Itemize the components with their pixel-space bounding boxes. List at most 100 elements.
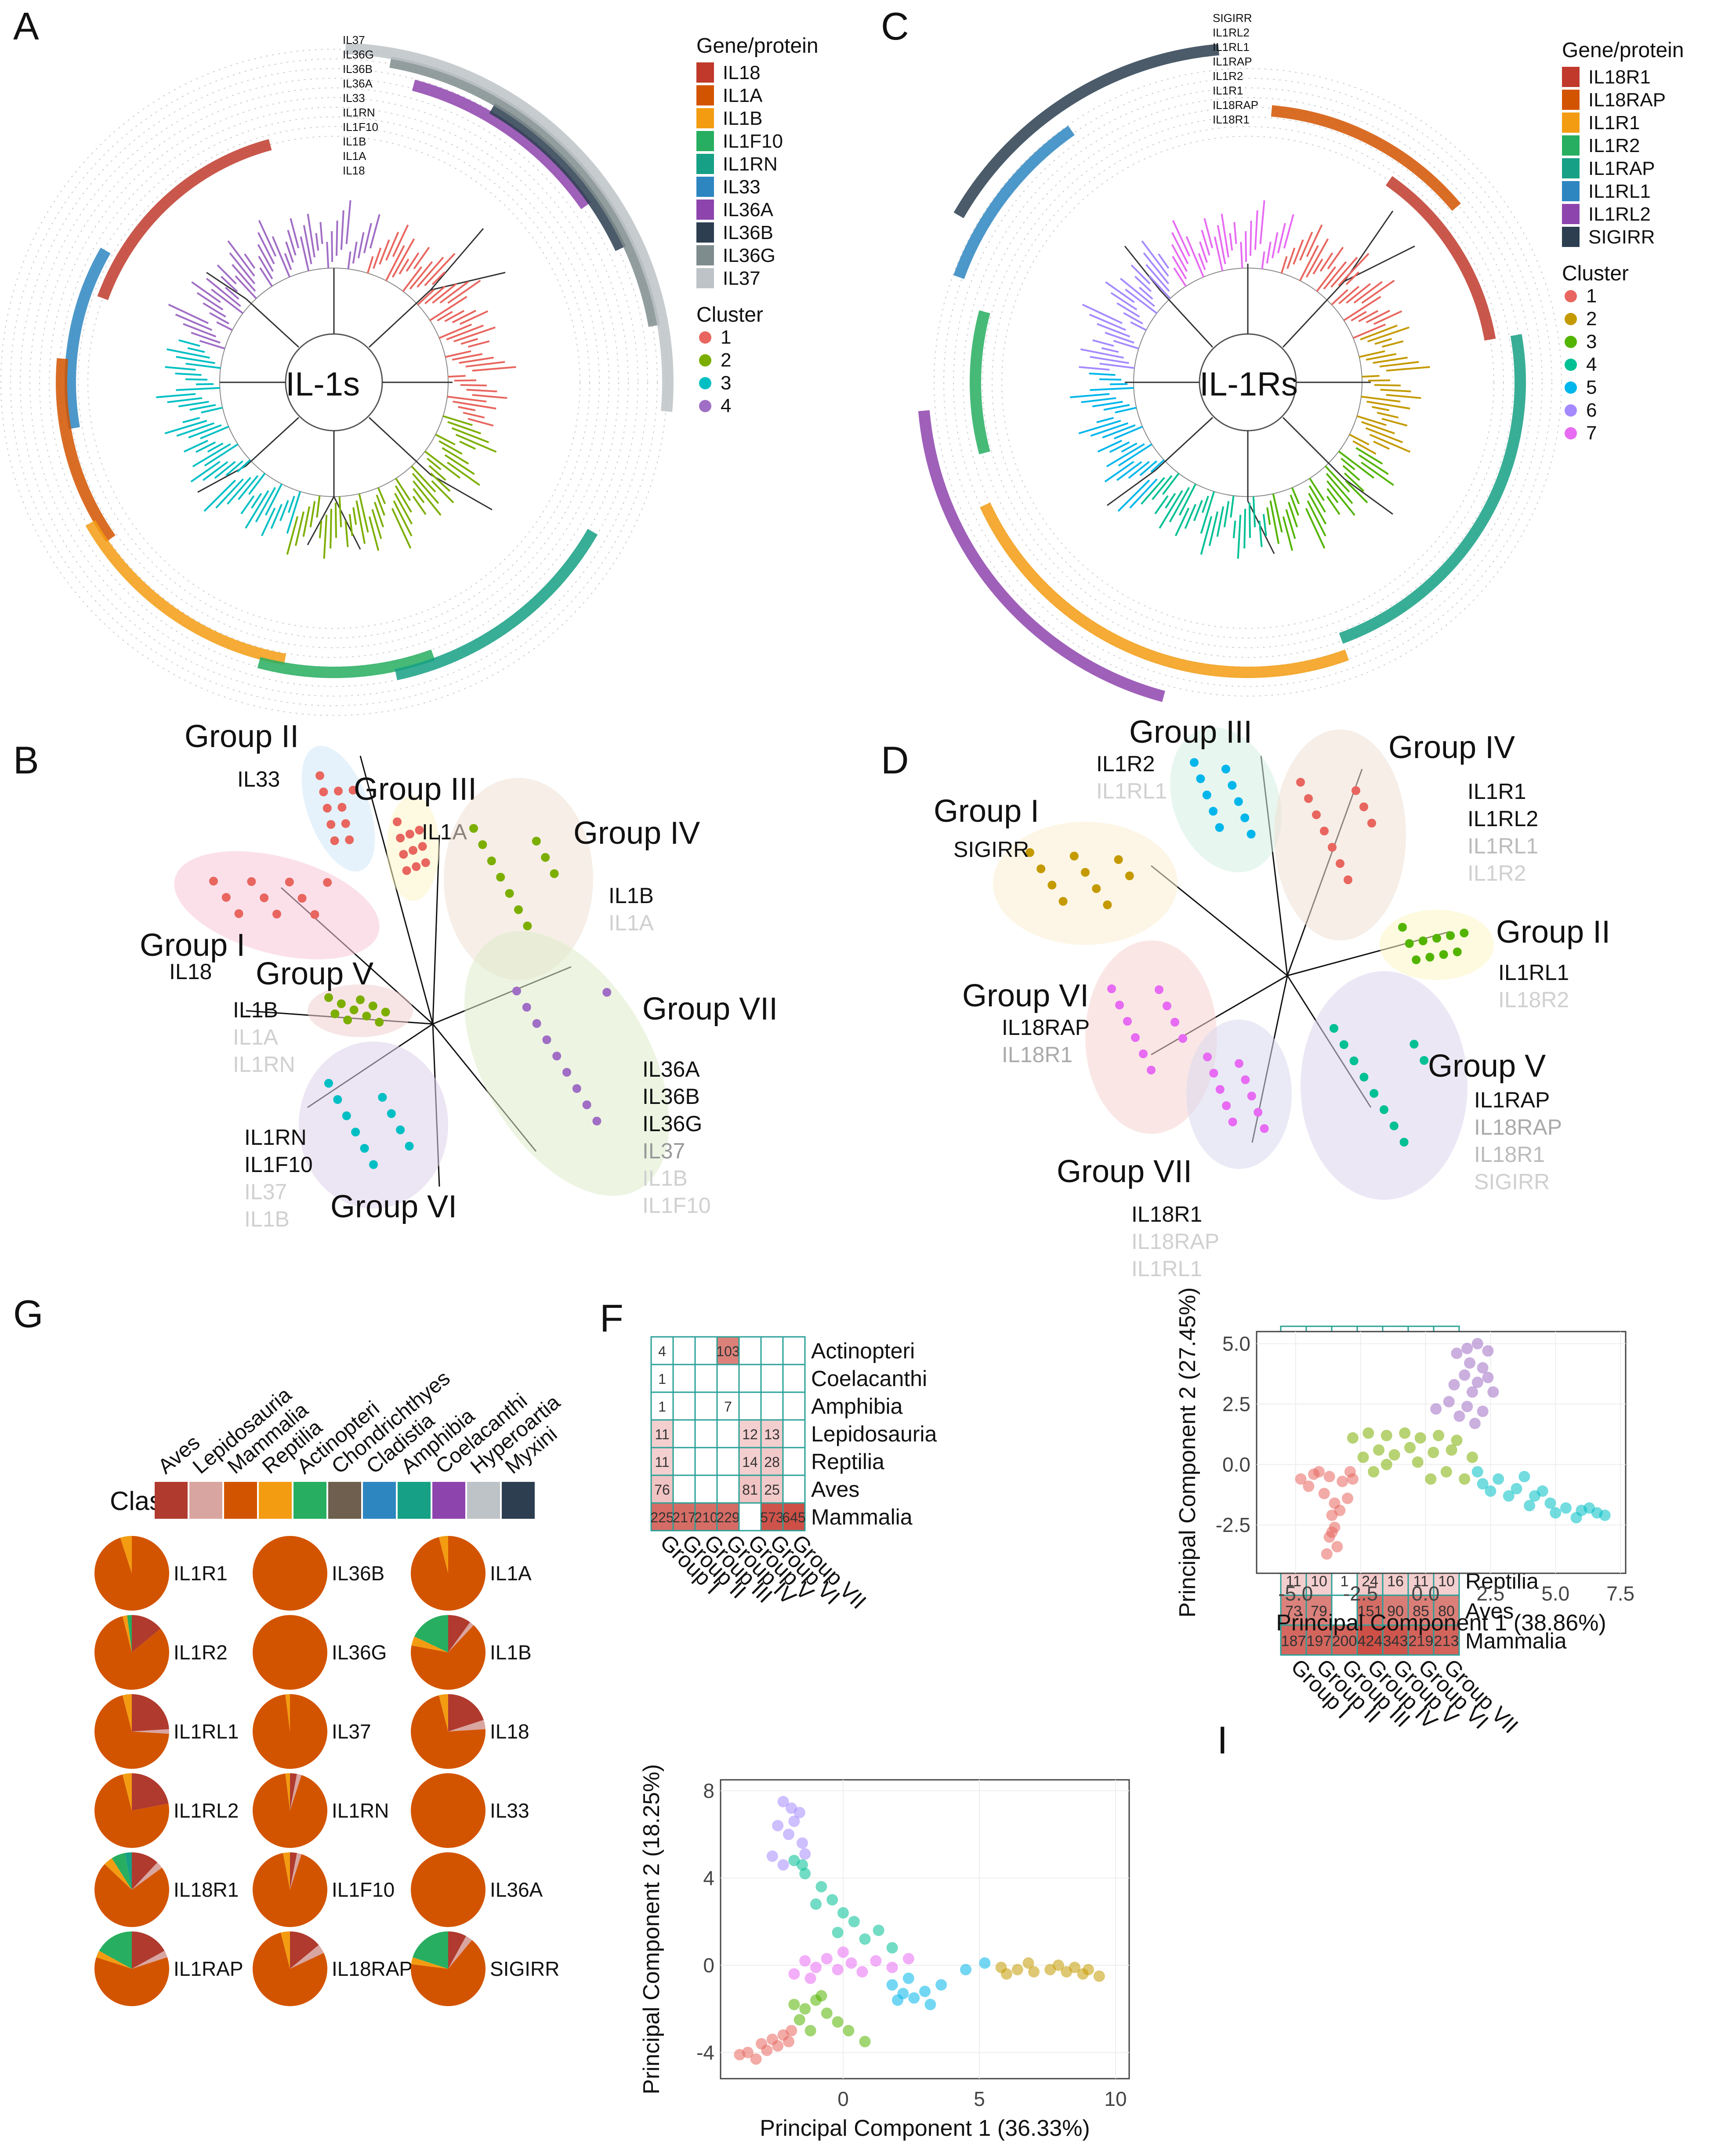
tree-branch xyxy=(344,520,349,547)
legend-gene-swatch xyxy=(1562,204,1580,224)
pie-slice xyxy=(448,1694,484,1731)
tree-branch xyxy=(1109,441,1130,453)
tree-branch xyxy=(1217,225,1226,265)
tree-branch xyxy=(183,323,217,338)
tip-dot xyxy=(1339,1040,1348,1049)
group-gene-label: IL18R2 xyxy=(1498,987,1569,1012)
legend-gene-label: IL1R2 xyxy=(1588,135,1640,156)
heat-cell xyxy=(694,1419,718,1448)
tip-dot xyxy=(1254,1108,1263,1117)
tree-branch xyxy=(1366,400,1410,410)
legend-gene-label: IL37 xyxy=(723,268,761,289)
tree-branch xyxy=(1366,309,1390,323)
group-gene-label: IL1RL2 xyxy=(1467,806,1538,831)
heat-cell xyxy=(694,1364,718,1393)
heat-cell xyxy=(738,1336,762,1365)
tree-branch xyxy=(1081,397,1116,403)
tree-branch xyxy=(1380,388,1411,392)
tip-dot xyxy=(323,878,332,887)
tree-branch xyxy=(453,326,496,343)
pie-slice xyxy=(413,1931,448,1969)
tree-branch xyxy=(428,465,446,481)
data-point xyxy=(1373,1444,1385,1456)
group-title: Group V xyxy=(1428,1049,1546,1084)
pie-slice xyxy=(290,1945,324,1969)
tip-dot xyxy=(1178,1034,1187,1043)
tree-branch xyxy=(395,478,411,501)
tree-branch xyxy=(1360,324,1398,341)
data-point xyxy=(810,1898,822,1910)
tree-branch xyxy=(442,447,469,465)
tree-branch xyxy=(1090,387,1134,391)
legend-gene-label: IL1RL2 xyxy=(1588,203,1651,225)
pie-slice xyxy=(448,1931,466,1969)
data-point xyxy=(821,1953,833,1965)
data-point xyxy=(734,2049,746,2061)
data-point xyxy=(1485,1485,1496,1497)
group-title: Group III xyxy=(354,772,477,807)
data-point xyxy=(799,1868,811,1880)
heat-value: 424 xyxy=(1358,1633,1383,1650)
data-point xyxy=(1453,1410,1465,1422)
tree-branch xyxy=(1374,338,1392,345)
legend-cluster-title: Cluster xyxy=(696,303,763,327)
guide-ring xyxy=(10,58,658,706)
heat-cell xyxy=(716,1447,740,1476)
tree-branch xyxy=(1351,311,1367,322)
tree-branch xyxy=(1299,232,1313,261)
tree-branch xyxy=(1117,479,1150,512)
group-gene-label: IL1F10 xyxy=(642,1193,711,1218)
heat-cell xyxy=(694,1391,718,1421)
tip-dot xyxy=(1081,868,1090,877)
tree-branch xyxy=(1200,491,1215,534)
tree-branch xyxy=(199,340,225,350)
legend-gene-swatch xyxy=(696,108,714,128)
tree-branch xyxy=(201,407,223,414)
tree-branch xyxy=(227,477,251,505)
tree-branch xyxy=(196,292,224,311)
tree-branch xyxy=(1178,483,1196,516)
tree-branch xyxy=(1338,253,1370,287)
legend-cluster-label: 2 xyxy=(1586,308,1597,330)
data-point xyxy=(1466,1386,1478,1398)
tip-dot xyxy=(260,893,269,902)
heat-value: 28 xyxy=(764,1454,780,1470)
tip-dot xyxy=(375,1018,384,1027)
class-swatch xyxy=(155,1482,188,1519)
heat-value: 645 xyxy=(782,1510,805,1525)
tree-branch xyxy=(316,495,321,518)
tip-dot xyxy=(1247,1092,1256,1100)
data-point xyxy=(1331,1541,1343,1553)
tree-branch xyxy=(1201,229,1210,256)
tree-branch xyxy=(1280,256,1288,274)
guide-ring xyxy=(1001,136,1494,629)
data-point xyxy=(845,1957,857,1969)
tip-dot xyxy=(1103,900,1112,909)
tip-dot xyxy=(1425,953,1435,962)
heat-cell xyxy=(738,1391,762,1421)
tree-branch xyxy=(251,493,262,509)
tip-dot xyxy=(405,1142,414,1151)
data-point xyxy=(837,1946,849,1958)
data-point xyxy=(1451,1434,1463,1446)
tip-dot xyxy=(1349,1056,1359,1065)
ring-label: IL36A xyxy=(343,77,373,90)
legend-cluster-dot xyxy=(1565,313,1577,325)
tip-dot xyxy=(1228,1118,1237,1126)
pie-slice xyxy=(448,1622,474,1652)
tree-branch xyxy=(1169,487,1190,523)
tree-branch xyxy=(1154,495,1169,515)
tree-branch xyxy=(1326,496,1341,515)
gene-ring-arc xyxy=(345,43,674,412)
heat-row-label: Actinopteri xyxy=(811,1339,915,1363)
ring-label: IL18RAP xyxy=(1213,98,1258,112)
guide-ring xyxy=(78,126,590,639)
data-point xyxy=(886,1979,898,1991)
group-title: Group IV xyxy=(573,816,700,851)
heat-value: 103 xyxy=(716,1343,739,1359)
heat-row-label: Coelacanthi xyxy=(811,1366,927,1391)
tip-dot xyxy=(1412,955,1421,964)
pie-label: IL1RAP xyxy=(174,1957,243,1980)
